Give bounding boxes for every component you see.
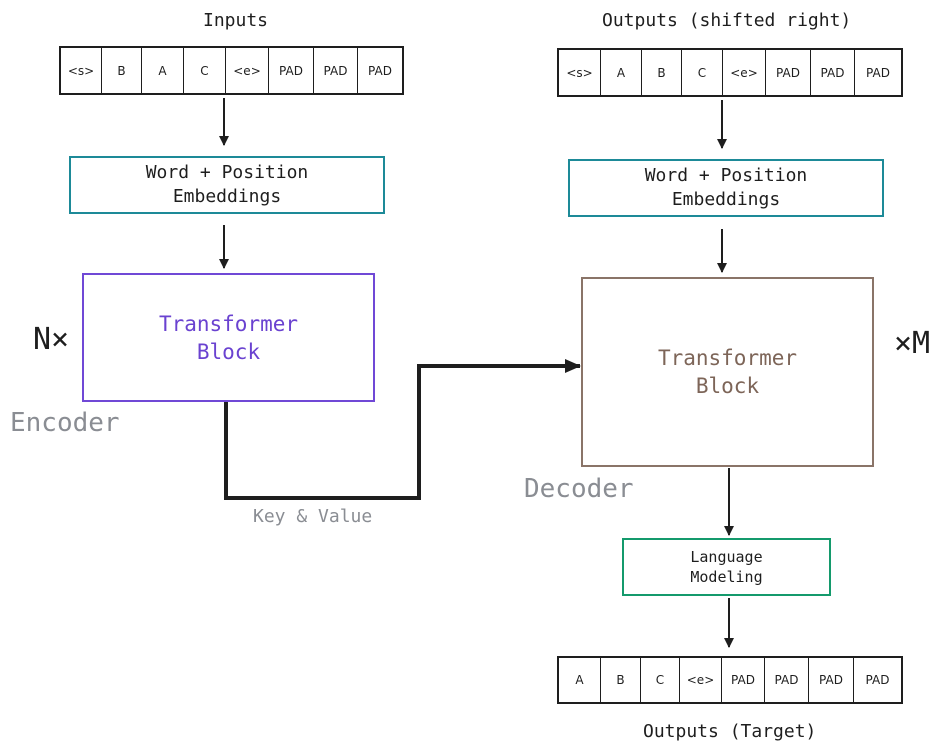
token-cell: PAD — [314, 48, 358, 93]
token-cell: A — [142, 48, 184, 93]
encoder-embedding-label: Word + Position Embeddings — [145, 162, 309, 207]
token-cell: A — [601, 50, 642, 95]
token-cell: C — [641, 658, 680, 702]
decoder-input-title: Outputs (shifted right) — [602, 10, 852, 31]
encoder-transformer-block[interactable]: Transformer Block — [82, 273, 375, 402]
token-cell: PAD — [866, 65, 890, 80]
decoder-transformer-block[interactable]: Transformer Block — [581, 277, 874, 467]
token-cell: PAD — [722, 658, 765, 702]
token-cell: A — [559, 658, 601, 702]
token-cell: <s> — [61, 48, 102, 93]
key-value-connector — [224, 359, 581, 500]
encoder-input-title: Inputs — [203, 10, 269, 31]
token-cell: <e> — [723, 50, 766, 95]
token-cell: <e> — [680, 658, 722, 702]
token-cell: PAD — [811, 50, 855, 95]
language-modeling-box[interactable]: Language Modeling — [622, 538, 831, 596]
token-cell: PAD — [809, 658, 854, 702]
encoder-repeat-label: N× — [33, 322, 70, 357]
decoder-repeat-label: ×M — [894, 326, 931, 361]
token-cell: C — [682, 50, 723, 95]
token-cell: PAD — [766, 50, 811, 95]
token-cell: PAD — [765, 658, 809, 702]
language-modeling-label: Language Modeling — [690, 548, 763, 586]
token-cell: <e> — [226, 48, 269, 93]
encoder-embedding-box[interactable]: Word + Position Embeddings — [69, 156, 385, 214]
decoder-output-title: Outputs (Target) — [643, 721, 817, 742]
decoder-section-label: Decoder — [524, 474, 634, 504]
token-cell: C — [184, 48, 226, 93]
key-value-label: Key & Value — [253, 506, 373, 527]
token-cell: PAD — [865, 673, 890, 687]
token-cell: B — [601, 658, 641, 702]
token-cell: B — [102, 48, 142, 93]
token-cell: <s> — [559, 50, 601, 95]
token-cell: PAD — [269, 48, 314, 93]
encoder-section-label: Encoder — [10, 408, 120, 438]
encoder-block-label: Transformer Block — [158, 311, 299, 364]
token-cell: PAD — [368, 63, 392, 78]
decoder-embedding-label: Word + Position Embeddings — [644, 165, 808, 210]
decoder-block-label: Transformer Block — [657, 346, 798, 398]
decoder-embedding-box[interactable]: Word + Position Embeddings — [568, 159, 884, 217]
token-cell: B — [642, 50, 682, 95]
